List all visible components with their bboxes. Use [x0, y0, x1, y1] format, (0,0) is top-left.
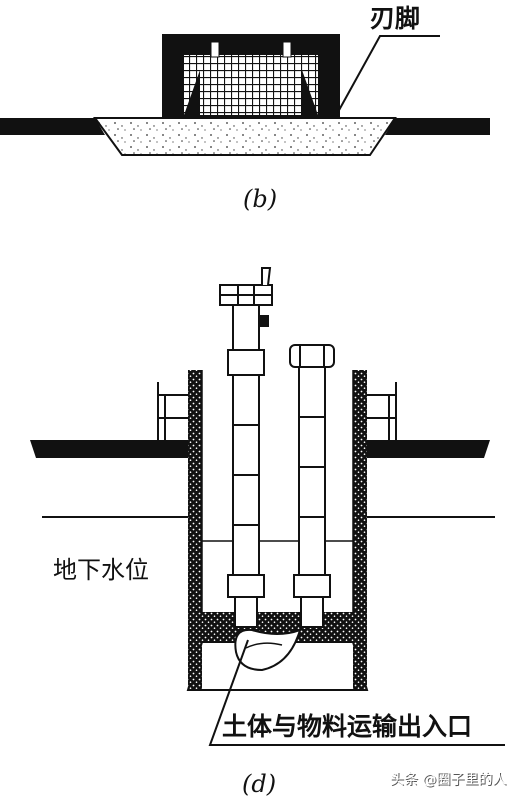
watermark-text-shadow: 头条 @圈子里的人 — [391, 772, 507, 789]
scaffold-left — [157, 382, 188, 443]
ground-surface-left-d — [30, 440, 188, 458]
caption-d: (d) — [242, 770, 276, 798]
opening-label: 土体与物料运输出入口 — [222, 712, 472, 741]
ground-surface-right-d — [367, 440, 490, 458]
opening-leader-line — [208, 639, 505, 746]
figure-b: 刃脚 (b) — [0, 4, 490, 213]
ground-surface-left — [0, 118, 105, 135]
transport-opening — [234, 628, 302, 672]
groundwater-label: 地下水位 — [53, 556, 149, 584]
caisson-wall-right — [353, 370, 367, 690]
sand-cushion — [93, 117, 397, 156]
air-lock-tower-left — [219, 267, 273, 628]
caption-b: (b) — [243, 185, 277, 213]
air-lock-tower-right — [289, 344, 335, 628]
caisson-block — [162, 34, 340, 118]
ground-surface-right — [385, 118, 490, 135]
blade-leader-line — [337, 35, 440, 113]
figure-d: 地下水位 土体与物料运输出入口 (d) — [30, 267, 505, 798]
watermark-text: 头条 @圈子里的人 — [390, 771, 506, 788]
blade-label: 刃脚 — [370, 4, 420, 33]
scaffold-right — [367, 382, 397, 443]
caisson-wall-left — [188, 370, 202, 690]
